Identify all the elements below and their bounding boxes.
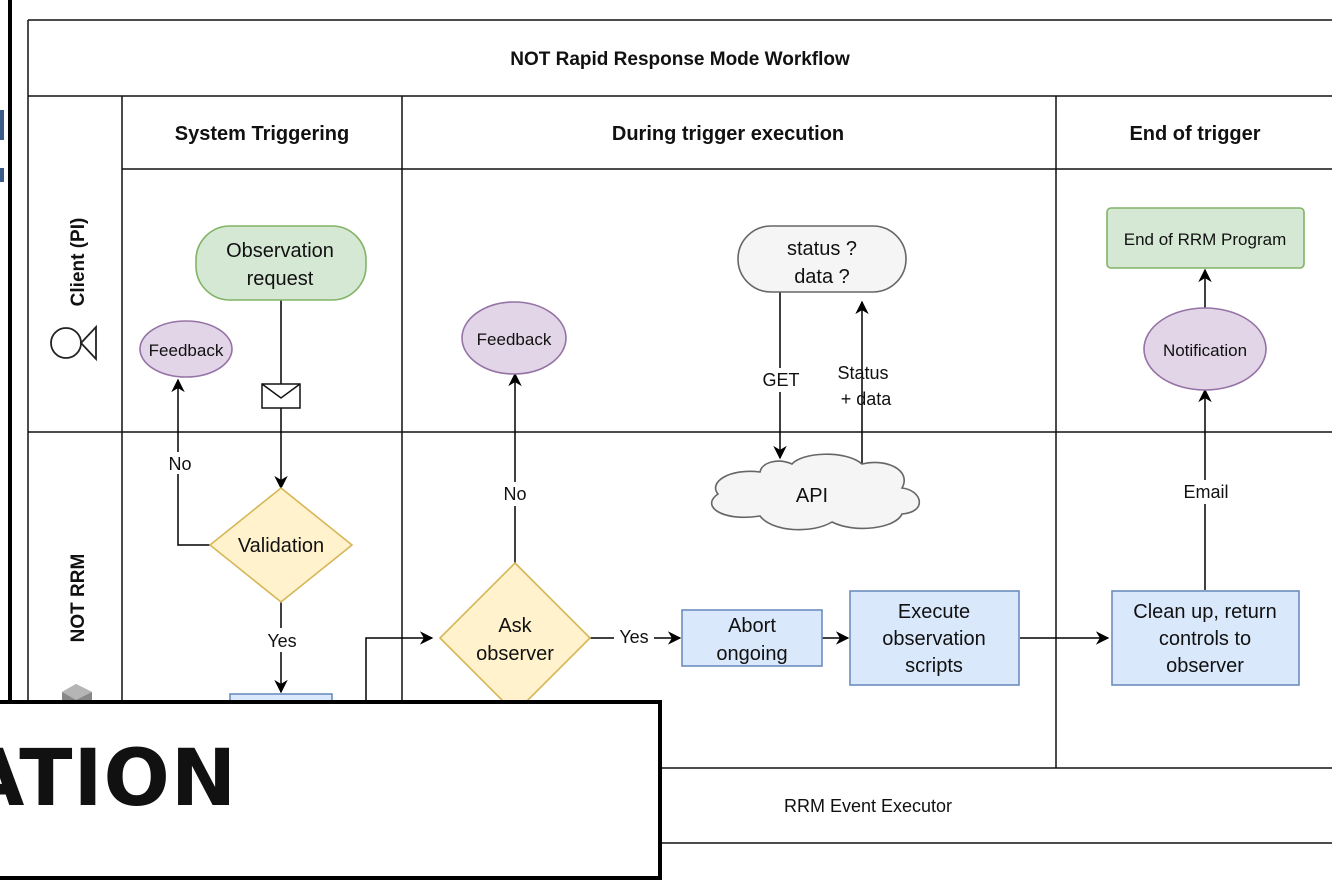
ask-observer-node (438, 561, 592, 715)
overlay-slide-panel: ATION (0, 700, 662, 880)
edge-label-no-left: No (168, 454, 191, 474)
phase-end-of-trigger: End of trigger (1129, 123, 1260, 145)
abort-label-1: Abort (728, 615, 776, 637)
observation-request-node (195, 225, 367, 301)
observation-request-label-1: Observation (226, 240, 334, 262)
status-data-query-node (737, 225, 907, 293)
execute-label-2: observation (882, 628, 985, 650)
notification-label: Notification (1163, 341, 1247, 360)
rrm-event-executor-label: RRM Event Executor (784, 796, 952, 816)
observation-request-label-2: request (247, 268, 314, 290)
server-icon (62, 684, 92, 704)
swimlane-grid (27, 19, 1332, 864)
edge-label-yes-mid: Yes (619, 627, 648, 647)
feedback-left-label: Feedback (149, 341, 224, 360)
execute-label-1: Execute (898, 601, 970, 623)
abort-ongoing-node (681, 609, 823, 667)
abort-label-2: ongoing (716, 643, 787, 665)
overlay-heading: ATION (0, 734, 238, 824)
diagram-title: NOT Rapid Response Mode Workflow (510, 49, 850, 70)
slide-left-edge (0, 0, 12, 700)
edge-label-no-mid: No (503, 484, 526, 504)
edge-label-yes-left: Yes (267, 631, 296, 651)
ask-observer-label-1: Ask (498, 615, 532, 637)
cleanup-label-1: Clean up, return (1133, 601, 1276, 623)
ask-observer-label-2: observer (476, 643, 554, 665)
feedback-left-node (139, 320, 233, 378)
phase-during-execution: During trigger execution (612, 123, 844, 145)
execute-label-3: scripts (905, 655, 963, 677)
feedback-mid-label: Feedback (477, 330, 552, 349)
lane-label-client: Client (PI) (68, 218, 89, 307)
edge-label-status: Status (837, 363, 888, 383)
phase-system-triggering: System Triggering (175, 123, 350, 145)
validation-label: Validation (238, 535, 324, 557)
api-cloud-node (711, 453, 921, 531)
validation-node (208, 486, 354, 604)
envelope-icon (261, 383, 301, 409)
cleanup-node (1111, 590, 1300, 686)
actor-icon (50, 324, 97, 362)
edge-mark (0, 110, 4, 140)
notification-node (1143, 307, 1267, 391)
edge-label-get: GET (762, 370, 799, 390)
edge-mark (0, 168, 4, 182)
feedback-mid-node (461, 301, 567, 375)
status-query-label: status ? (787, 238, 857, 260)
end-program-label: End of RRM Program (1124, 230, 1287, 249)
api-label: API (796, 485, 828, 507)
cleanup-label-2: controls to (1159, 628, 1251, 650)
cleanup-label-3: observer (1166, 655, 1244, 677)
execute-scripts-node (849, 590, 1020, 686)
end-program-node (1106, 207, 1305, 269)
data-query-label: data ? (794, 266, 850, 288)
edge-label-email: Email (1183, 482, 1228, 502)
edge-label-plus-data: + data (841, 389, 893, 409)
lane-label-not-rrm: NOT RRM (68, 554, 89, 643)
